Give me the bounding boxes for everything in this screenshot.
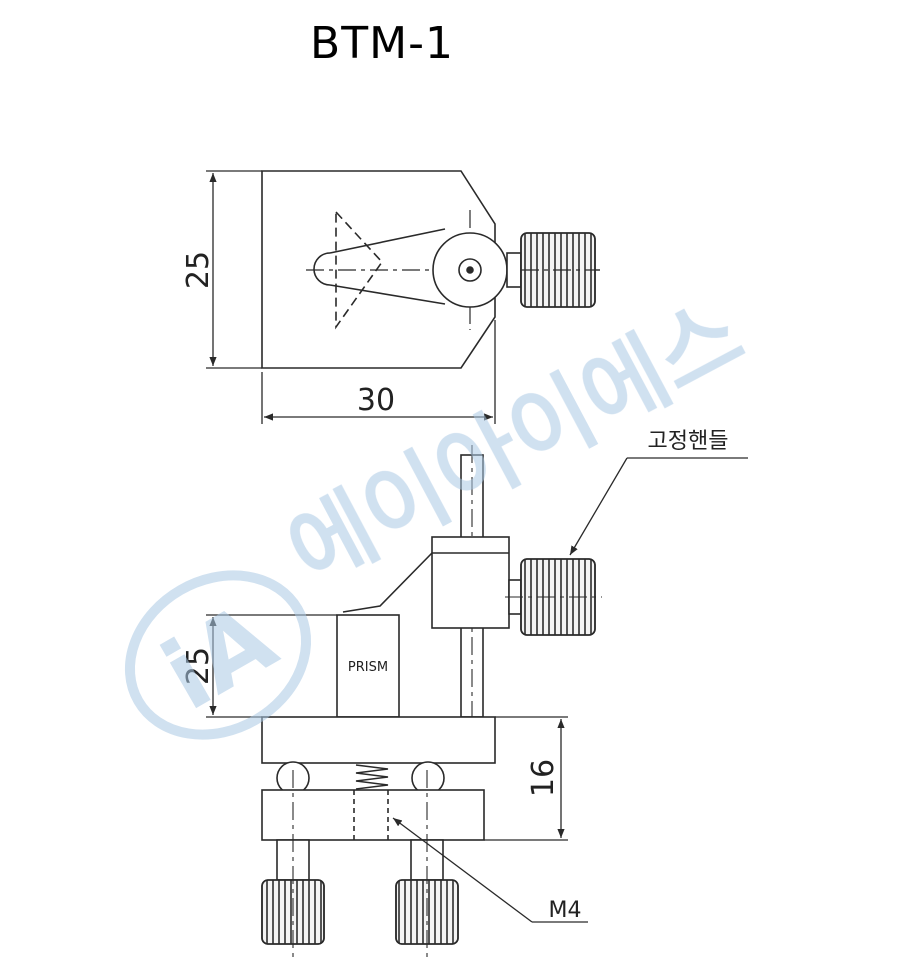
- drawing-title: BTM-1: [310, 18, 454, 69]
- screw-label: M4: [549, 898, 582, 923]
- watermark-logo-ring: [124, 570, 312, 740]
- handle-shank: [506, 252, 522, 288]
- dim-label-prism-height: 25: [181, 647, 216, 685]
- dim-label-height-top: 25: [181, 251, 216, 289]
- clamp-arm-side: [342, 552, 433, 613]
- top-view-dimensions: [206, 170, 496, 424]
- top-view: [261, 170, 600, 369]
- clamp-arm: [329, 228, 446, 305]
- clamp-block: [431, 536, 510, 629]
- handle-label: 고정핸들: [648, 429, 729, 454]
- base-plate: [261, 789, 485, 841]
- dim-label-width: 30: [357, 383, 395, 418]
- prism-body: [336, 614, 400, 718]
- spring: [355, 764, 389, 790]
- v-notch-hidden: [335, 209, 384, 330]
- prism-label: PRISM: [348, 660, 388, 675]
- top-plate: [261, 716, 496, 764]
- side-view-dimensions: [206, 457, 748, 923]
- side-view: [261, 445, 602, 960]
- dim-label-base-height: 16: [526, 759, 561, 797]
